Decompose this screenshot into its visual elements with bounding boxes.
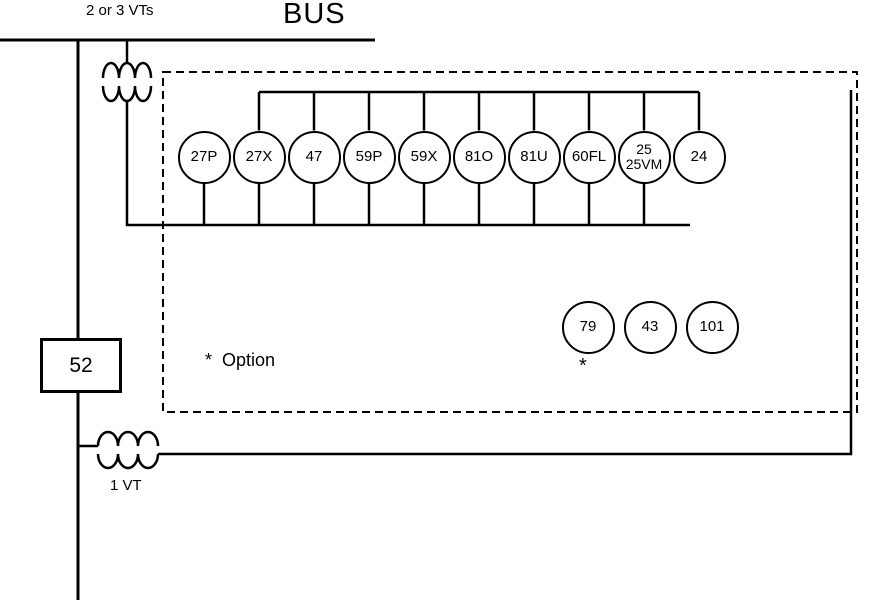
bus-label: BUS — [283, 0, 346, 30]
relay-element-label: 79 — [579, 318, 597, 336]
relay-element-81u: 81U — [507, 130, 561, 184]
relay-element-79: 79 — [561, 300, 615, 354]
relay-element-label: 27X — [245, 148, 273, 166]
relay-element-label: 47 — [305, 148, 323, 166]
bottom-vt-secondary-winding — [96, 453, 160, 470]
relay-element-60fl: 60FL — [562, 130, 616, 184]
bottom-vt-primary-winding — [96, 430, 160, 447]
circuit-breaker-52-label: 52 — [69, 353, 93, 377]
relay-element-24: 24 — [672, 130, 726, 184]
option-note: * Option — [205, 350, 276, 370]
bottom-vt-output-line — [158, 90, 853, 456]
bottom-vt-symbol — [79, 430, 160, 470]
top-vt-symbol — [101, 41, 153, 103]
relay-element-label: 101 — [699, 318, 725, 336]
relay-element-27x: 27X — [232, 130, 286, 184]
option-asterisk-marker: * — [579, 355, 587, 377]
relay-element-label: 43 — [641, 318, 659, 336]
relay-element-label: 81O — [464, 148, 494, 166]
relay-element-59x: 59X — [397, 130, 451, 184]
relay-element-label: 25 — [636, 141, 652, 158]
relay-element-label: 81U — [520, 148, 548, 166]
relay-element-label: 59X — [410, 148, 438, 166]
relay-element-81o: 81O — [452, 130, 506, 184]
relay-bottom-bus — [125, 100, 690, 227]
relay-element-101: 101 — [685, 300, 739, 354]
relay-element-47: 47 — [287, 130, 341, 184]
relay-element-59p: 59P — [342, 130, 396, 184]
top-vt-primary-winding — [101, 61, 153, 79]
relay-element-27p: 27P — [177, 130, 231, 184]
bottom-vt-label: 1 VT — [110, 477, 142, 494]
relay-element-label: 60FL — [571, 148, 607, 166]
relay-element-label: 24 — [690, 148, 708, 166]
relay-element-label: 59P — [355, 148, 383, 166]
circuit-breaker-52-box: 52 — [40, 338, 122, 393]
top-vt-secondary-winding — [101, 85, 153, 103]
relay-element-label: 27P — [190, 148, 218, 166]
top-vt-label: 2 or 3 VTs — [86, 2, 154, 19]
relay-element-label-line2: 25VM — [625, 156, 663, 172]
relay-enclosure-dashed-box — [162, 71, 858, 413]
relay-element-43: 43 — [623, 300, 677, 354]
